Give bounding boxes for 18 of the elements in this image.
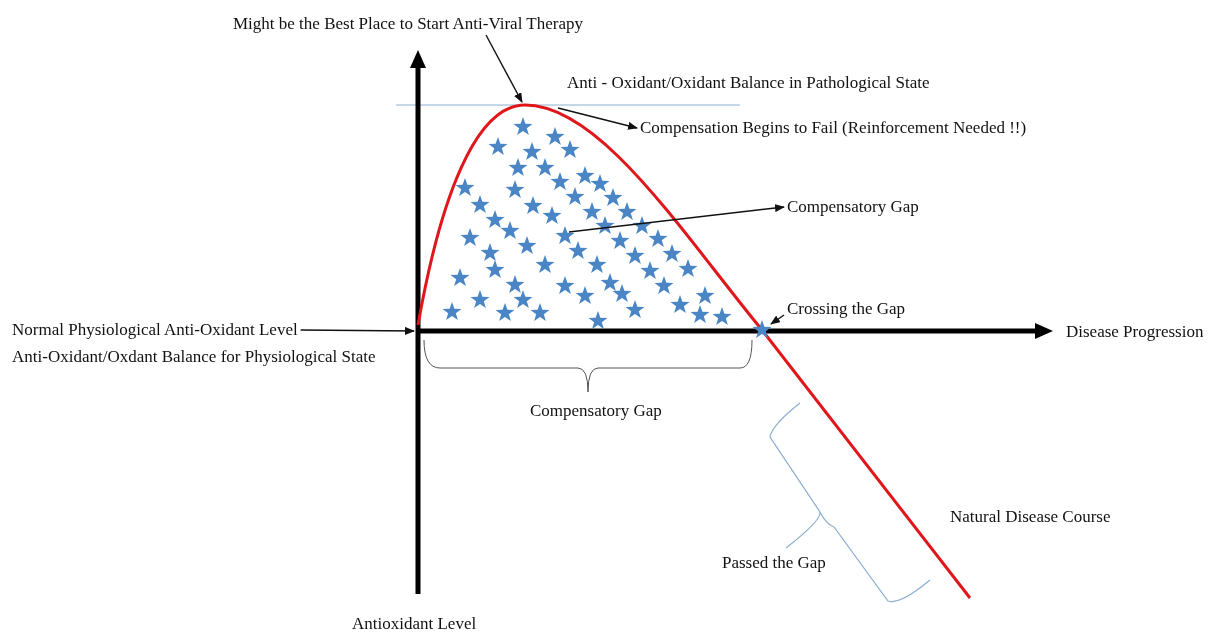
brace-label: Passed the Gap: [722, 553, 826, 573]
leader-arrow: [770, 314, 785, 325]
annotation-text: Normal Physiological Anti-Oxidant Level: [12, 320, 298, 340]
leader-arrow: [568, 204, 785, 233]
leader-arrow: [557, 107, 638, 130]
annotation-text: Crossing the Gap: [787, 299, 906, 319]
annotation-text: Anti-Oxidant/Oxdant Balance for Physiological State: [12, 347, 376, 367]
annotation-text: Compensatory Gap: [787, 197, 919, 217]
leader-arrow: [299, 326, 415, 335]
axis-label: Antioxidant Level: [352, 614, 477, 634]
brace-label: Compensatory Gap: [530, 401, 662, 421]
y-axis-arrow: [410, 50, 426, 594]
annotation-text: Anti - Oxidant/Oxidant Balance in Pathological State: [567, 73, 930, 93]
curve-label: Natural Disease Course: [950, 507, 1111, 527]
axis-label: Disease Progression: [1066, 322, 1204, 342]
annotation-text: Compensation Begins to Fail (Reinforcement Needed !!): [640, 118, 1027, 138]
annotation-text: Might be the Best Place to Start Anti-Viral Therapy: [233, 14, 583, 34]
leader-arrow: [485, 34, 523, 103]
